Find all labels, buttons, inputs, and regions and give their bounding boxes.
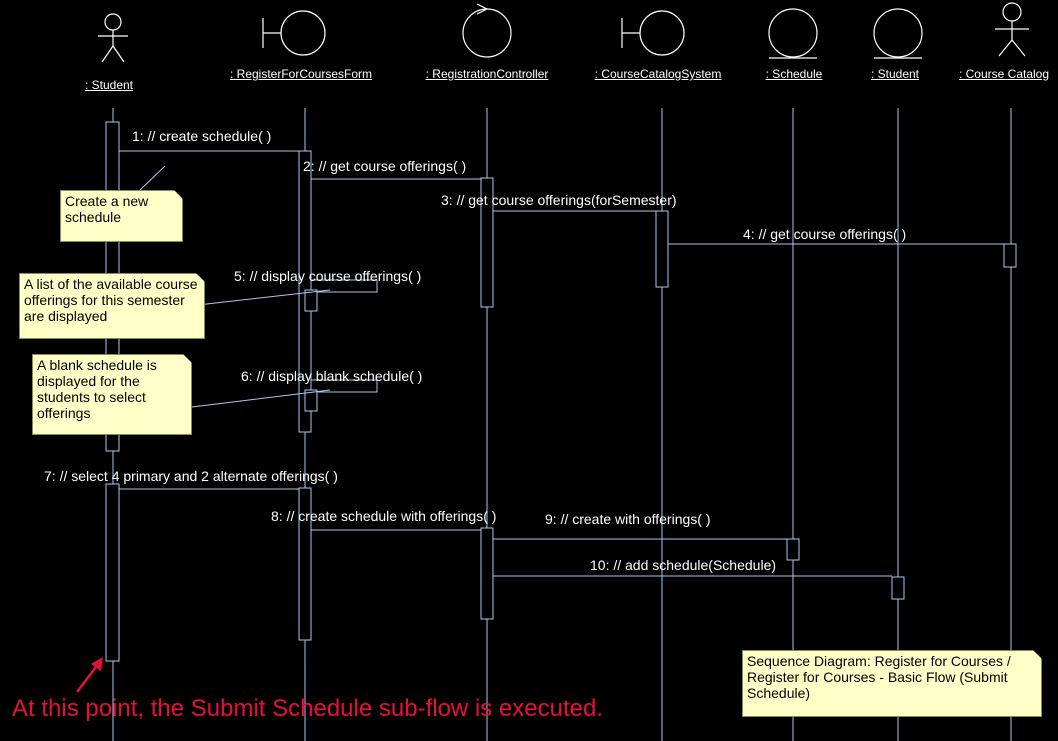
message-arrow	[311, 279, 378, 293]
activation-bar	[891, 576, 905, 600]
note-connector	[139, 165, 166, 191]
lifeline-label-course-catalog: : Course Catalog	[958, 67, 1050, 81]
activation-bar	[480, 527, 494, 620]
lifeline-label-register-form: : RegisterForCoursesForm	[229, 67, 373, 81]
boundary-icon	[621, 10, 685, 56]
control-icon	[462, 3, 512, 58]
callout-text: At this point, the Submit Schedule sub-f…	[12, 695, 603, 722]
actor-icon	[98, 13, 128, 63]
message-label: 1: // create schedule( )	[132, 128, 272, 144]
lifeline-label-registration-controller: : RegistrationController	[425, 67, 549, 81]
activation-bar	[786, 538, 800, 561]
activation-bar	[1003, 243, 1017, 268]
lifeline-label-schedule: : Schedule	[765, 67, 823, 81]
message-label: 7: // select 4 primary and 2 alternate o…	[44, 468, 338, 484]
entity-icon	[873, 8, 923, 59]
message-label: 5: // display course offerings( )	[234, 268, 422, 284]
message-label: 6: // display blank schedule( )	[241, 368, 423, 384]
note-diagram-title: Sequence Diagram: Register for Courses /…	[742, 650, 1042, 717]
note-course-offerings-displayed: A list of the available course offerings…	[19, 273, 205, 339]
message-label: 3: // get course offerings(forSemester)	[441, 192, 677, 208]
note-create-schedule: Create a new schedule	[60, 190, 183, 242]
message-label: 4: // get course offerings( )	[743, 226, 907, 242]
message-label: 10: // add schedule(Schedule)	[590, 557, 777, 573]
lifeline-label-student: : Student	[84, 78, 134, 92]
activation-bar	[655, 210, 669, 288]
activation-bar	[298, 487, 312, 641]
entity-icon	[768, 8, 818, 59]
message-label: 9: // create with offerings( )	[545, 511, 711, 527]
lifeline-label-course-catalog-system: : CourseCatalogSystem	[594, 67, 722, 81]
actor-icon	[995, 2, 1029, 57]
boundary-icon	[262, 10, 326, 56]
message-arrow	[311, 379, 378, 393]
activation-bar	[304, 389, 318, 412]
activation-bar	[304, 289, 318, 312]
note-blank-schedule: A blank schedule is displayed for the st…	[32, 354, 192, 435]
callout-arrow	[76, 657, 103, 693]
activation-bar	[105, 483, 120, 662]
activation-bar	[480, 177, 494, 308]
message-label: 2: // get course offerings( )	[303, 158, 467, 174]
note-connector	[191, 389, 331, 408]
message-label: 8: // create schedule with offerings( )	[271, 508, 497, 524]
lifeline-label-student-entity: : Student	[870, 67, 920, 81]
note-connector	[197, 289, 331, 306]
